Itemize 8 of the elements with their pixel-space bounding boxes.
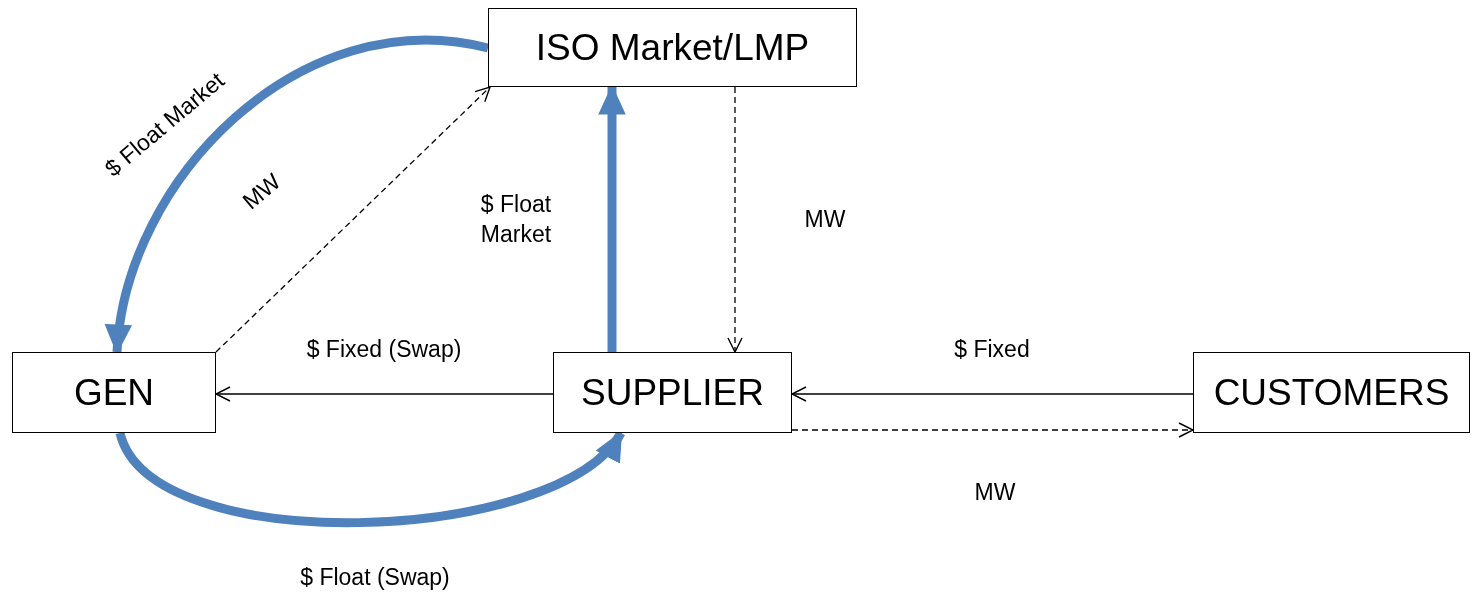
node-label: GEN	[73, 371, 155, 414]
process-box	[553, 352, 792, 433]
node-label: CUSTOMERS	[1213, 371, 1450, 414]
node-label: SUPPLIER	[581, 371, 764, 414]
process-box	[488, 8, 857, 87]
process-box	[1193, 352, 1470, 433]
node-label: ISO Market/LMP	[535, 26, 810, 69]
process-box	[12, 352, 216, 433]
